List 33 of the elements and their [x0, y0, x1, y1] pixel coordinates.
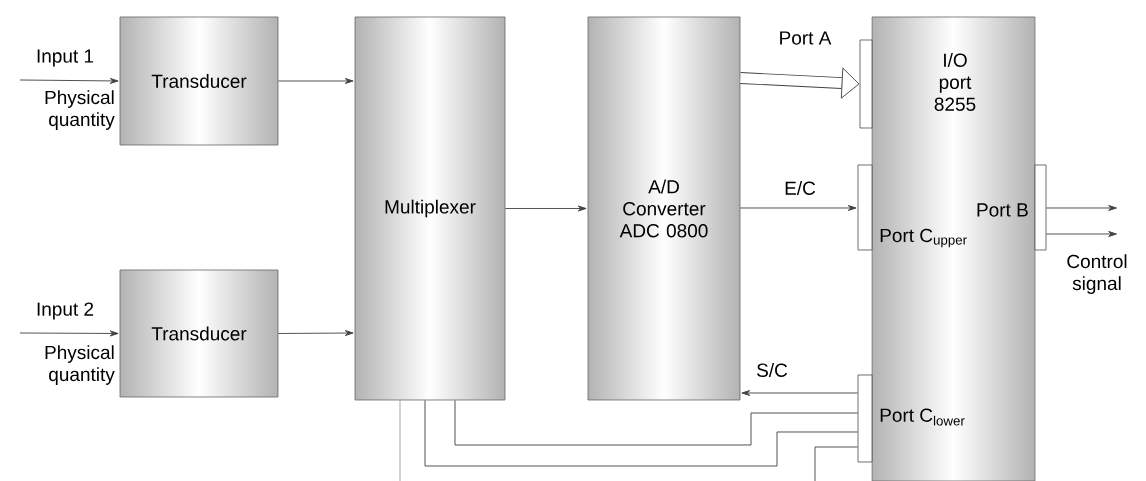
port-tab [857, 164, 873, 251]
edge-label: Input 2 [34, 301, 96, 321]
arrow [19, 77, 119, 84]
signal-label: Physical quantity [45, 90, 115, 130]
block-box: Transducer [119, 16, 279, 146]
port-label: Port B [977, 203, 1028, 217]
arrow [1045, 231, 1117, 237]
port-label: Port C$_{upper}$ [880, 228, 967, 248]
block-box: Multiplexer [354, 16, 506, 401]
arrow [741, 390, 859, 396]
connector-line [454, 399, 859, 446]
chip-label: I/O port 8255 [934, 53, 976, 111]
signal-label: Physical quantity [45, 345, 115, 385]
arrow [504, 205, 587, 212]
arrow [1045, 205, 1117, 211]
connector-line [814, 446, 859, 481]
edge-label: Input 1 [34, 48, 96, 68]
arrow [277, 78, 354, 84]
port-tab [857, 374, 873, 463]
connector-line [424, 399, 859, 467]
port-tab [1034, 164, 1047, 251]
arrow [740, 67, 860, 99]
block-box: A/D Converter ADC 0800 [587, 16, 741, 401]
edge-label: Port A [777, 30, 833, 46]
arrow [739, 205, 857, 211]
port-label: Port C$_{lower}$ [880, 408, 965, 426]
edge-label: E/C [783, 180, 817, 196]
arrow [19, 330, 119, 337]
edge-label: S/C [755, 362, 789, 378]
block-box: Transducer [119, 269, 279, 398]
arrow [277, 330, 354, 337]
signal-label: Control signal [1067, 254, 1127, 294]
port-tab [859, 39, 873, 129]
